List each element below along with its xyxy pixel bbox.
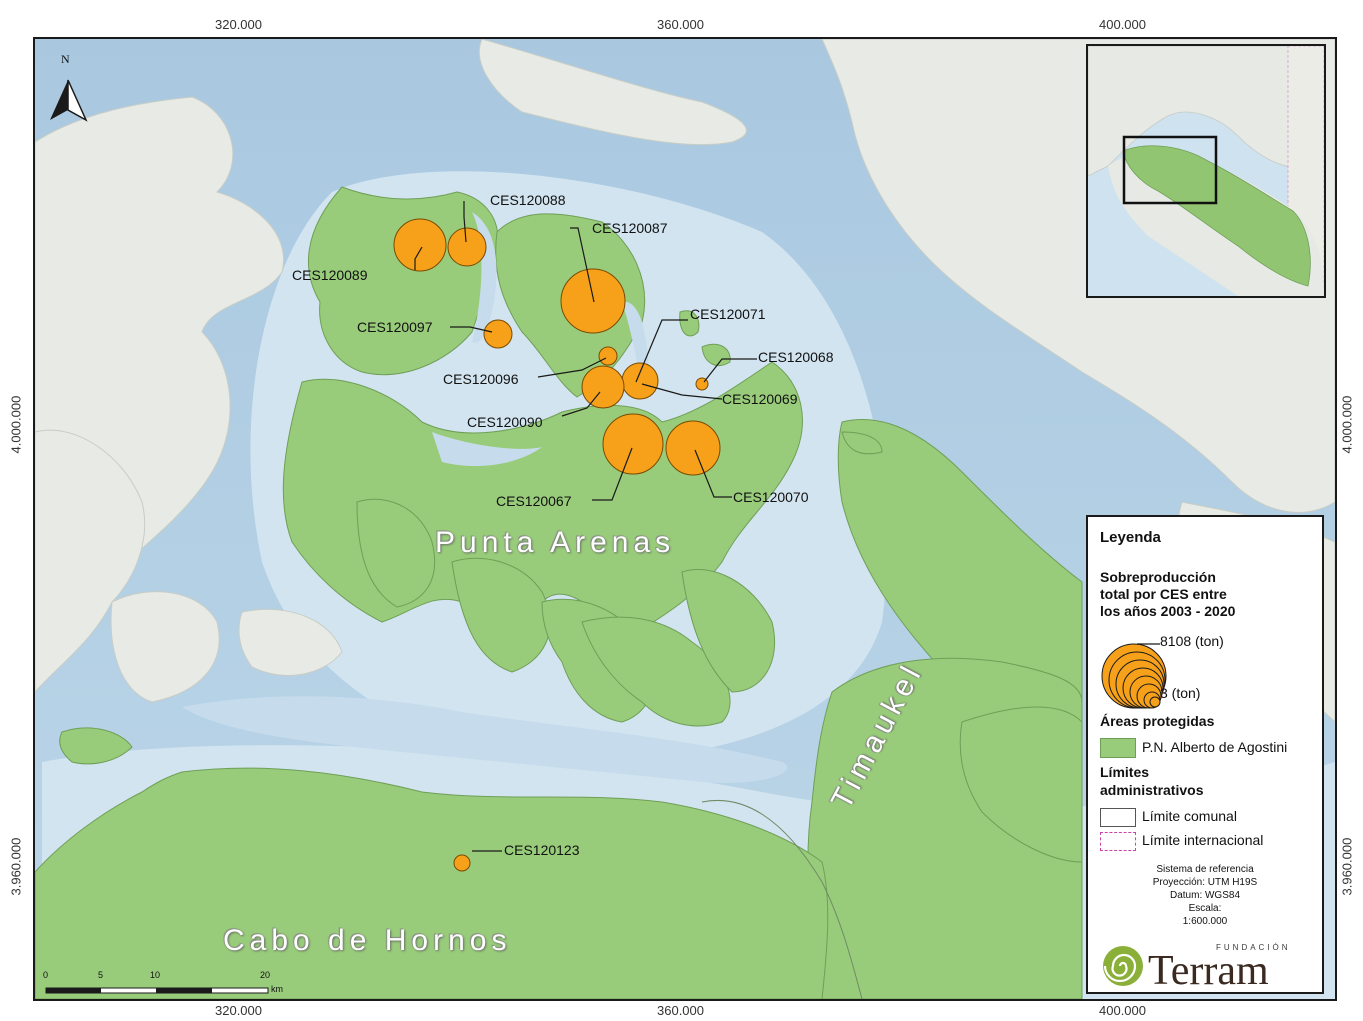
- site-circle-ces120070[interactable]: [665, 420, 721, 476]
- logo-fundacion-text: FUNDACIÓN: [1216, 943, 1291, 952]
- site-label-ces120097[interactable]: CES120097: [357, 319, 433, 335]
- north-label: N: [61, 52, 70, 66]
- label-leader-lines: [414, 201, 757, 852]
- scale-tick-10: 10: [150, 970, 161, 980]
- site-label-ces120087[interactable]: CES120087: [592, 220, 668, 236]
- legend-max-label: 8108 (ton): [1160, 633, 1224, 649]
- site-circle-ces120067[interactable]: [602, 413, 664, 475]
- legend-admin-title-1: Límites: [1100, 764, 1150, 780]
- grid-label-x-320-bottom: 320.000: [215, 1003, 262, 1018]
- legend-ref-1: Sistema de referencia: [1156, 864, 1254, 875]
- legend-ref-3: Datum: WGS84: [1169, 890, 1241, 901]
- site-label-ces120123[interactable]: CES120123: [504, 842, 580, 858]
- inset-locator-map[interactable]: [1086, 44, 1326, 298]
- site-label-ces120089[interactable]: CES120089: [292, 267, 368, 283]
- legend-internacional-swatch: [1100, 832, 1136, 851]
- fjord-channels: [182, 212, 788, 783]
- protected-area-park: [35, 186, 1083, 999]
- grid-label-y-4000-left: 4.000.000: [8, 395, 24, 454]
- place-label-cabo-de-hornos: Cabo de Hornos: [223, 924, 512, 957]
- grid-label-x-320-top: 320.000: [215, 17, 262, 32]
- grid-label-x-360-bottom: 360.000: [657, 1003, 704, 1018]
- legend-min-label: 3 (ton): [1160, 685, 1201, 701]
- legend-symbol-title-1: Sobreproducción: [1100, 569, 1216, 585]
- site-circle-ces120097[interactable]: [483, 319, 513, 349]
- site-circle-ces120089[interactable]: [393, 218, 447, 272]
- inset-map-canvas: [1088, 46, 1324, 296]
- grid-label-x-360-top: 360.000: [657, 17, 704, 32]
- scale-bar: [45, 987, 269, 994]
- scale-unit: km: [271, 984, 283, 994]
- site-circle-ces120096[interactable]: [598, 346, 618, 366]
- site-label-ces120071[interactable]: CES120071: [690, 306, 766, 322]
- site-label-ces120090[interactable]: CES120090: [467, 414, 543, 430]
- legend-ref-2: Proyección: UTM H19S: [1152, 877, 1258, 888]
- legend-comunal-label: Límite comunal: [1142, 808, 1237, 824]
- logo-terram-text: Terram: [1148, 948, 1269, 994]
- terram-logo-icon: [1103, 946, 1143, 986]
- legend-protected-item: P.N. Alberto de Agostini: [1142, 739, 1288, 755]
- legend-ref-5: 1:600.000: [1182, 916, 1228, 927]
- inset-extent-box: [1122, 135, 1218, 205]
- legend-internacional-label: Límite internacional: [1142, 832, 1264, 848]
- site-circle-ces120088[interactable]: [447, 227, 487, 267]
- site-label-ces120096[interactable]: CES120096: [443, 371, 519, 387]
- legend-protected-swatch: [1100, 738, 1136, 758]
- site-circle-ces120071[interactable]: [621, 362, 659, 400]
- legend-admin-title-2: administrativos: [1100, 782, 1204, 798]
- site-label-ces120070[interactable]: CES120070: [733, 489, 809, 505]
- communal-boundary-line: [701, 800, 863, 999]
- legend-ref-4: Escala:: [1188, 903, 1222, 914]
- grid-label-y-4000-right: 4.000.000: [1339, 395, 1355, 454]
- site-label-ces120067[interactable]: CES120067: [496, 493, 572, 509]
- scale-tick-20: 20: [260, 970, 271, 980]
- site-label-ces120068[interactable]: CES120068: [758, 349, 834, 365]
- site-circle-ces120087[interactable]: [560, 268, 626, 334]
- scale-tick-5: 5: [98, 970, 104, 980]
- site-markers: [393, 218, 721, 872]
- legend-title: Leyenda: [1100, 529, 1161, 546]
- grid-label-y-3960-right: 3.960.000: [1339, 837, 1355, 896]
- site-circle-ces120090[interactable]: [581, 365, 625, 409]
- scale-tick-0: 0: [43, 970, 49, 980]
- grid-label-y-3960-left: 3.960.000: [8, 837, 24, 896]
- legend-protected-title: Áreas protegidas: [1100, 713, 1215, 729]
- place-label-punta-arenas: Punta Arenas: [435, 526, 676, 559]
- grid-label-x-400-top: 400.000: [1099, 17, 1146, 32]
- grid-label-x-400-bottom: 400.000: [1099, 1003, 1146, 1018]
- legend-graduated-circles: [1101, 643, 1167, 709]
- north-arrow-icon: [50, 79, 88, 122]
- legend-symbol-title-3: los años 2003 - 2020: [1100, 603, 1236, 619]
- legend-panel: Leyenda Sobreproducción total por CES en…: [1086, 515, 1324, 994]
- site-label-ces120088[interactable]: CES120088: [490, 192, 566, 208]
- legend-symbol-title-2: total por CES entre: [1100, 586, 1227, 602]
- site-label-ces120069[interactable]: CES120069: [722, 391, 798, 407]
- site-circle-ces120123[interactable]: [453, 854, 471, 872]
- legend-comunal-swatch: [1100, 808, 1136, 827]
- map-canvas[interactable]: [35, 39, 1335, 999]
